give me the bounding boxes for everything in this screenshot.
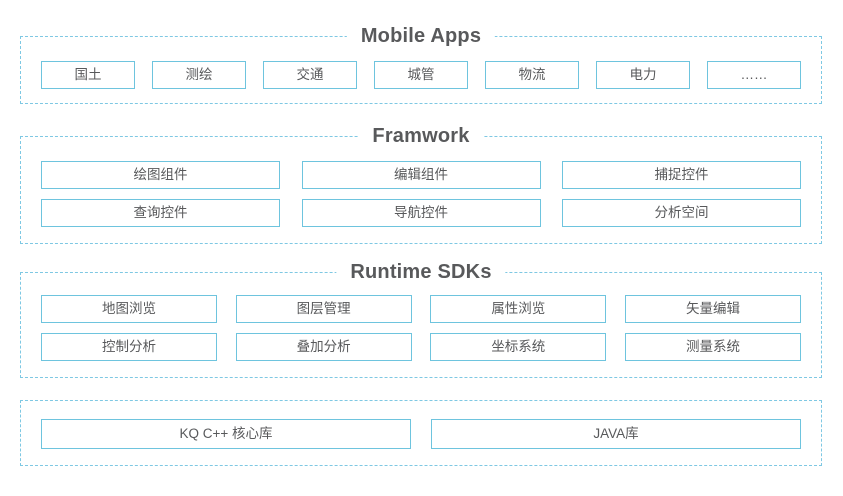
framwork-box-edit-component[interactable]: 编辑组件 — [301, 161, 541, 189]
runtime-box-control-analysis[interactable]: 控制分析 — [41, 333, 217, 361]
framwork-box-drawing-component[interactable]: 绘图组件 — [41, 161, 280, 189]
row-core-libraries: KQ C++ 核心库 JAVA库 — [21, 419, 821, 449]
core-box-java-library[interactable]: JAVA库 — [431, 419, 801, 449]
core-box-kq-cpp-core-library[interactable]: KQ C++ 核心库 — [41, 419, 411, 449]
app-box-cehui[interactable]: 测绘 — [152, 61, 246, 89]
section-runtime-sdks: Runtime SDKs 地图浏览 图层管理 属性浏览 矢量编辑 控制分析 叠加… — [20, 260, 822, 378]
framwork-box-snap-control[interactable]: 捕捉控件 — [562, 161, 801, 189]
runtime-box-attribute-browse[interactable]: 属性浏览 — [430, 295, 607, 323]
framwork-box-navigation-control[interactable]: 导航控件 — [301, 199, 541, 227]
runtime-box-overlay-analysis[interactable]: 叠加分析 — [235, 333, 412, 361]
runtime-box-measure-system[interactable]: 测量系统 — [624, 333, 801, 361]
section-title-mobile-apps: Mobile Apps — [346, 24, 496, 48]
section-title-framwork: Framwork — [358, 124, 484, 148]
app-box-jiaotong[interactable]: 交通 — [263, 61, 357, 89]
app-box-chengguan[interactable]: 城管 — [374, 61, 468, 89]
app-box-dianli[interactable]: 电力 — [596, 61, 690, 89]
runtime-box-coordinate-system[interactable]: 坐标系统 — [430, 333, 607, 361]
app-box-wuliu[interactable]: 物流 — [485, 61, 579, 89]
row-framwork-1: 绘图组件 编辑组件 捕捉控件 — [21, 161, 821, 189]
row-runtime-1: 地图浏览 图层管理 属性浏览 矢量编辑 — [21, 295, 821, 323]
row-runtime-2: 控制分析 叠加分析 坐标系统 测量系统 — [21, 333, 821, 361]
app-box-ellipsis[interactable]: …… — [707, 61, 801, 89]
runtime-box-layer-manage[interactable]: 图层管理 — [235, 295, 412, 323]
framwork-box-analysis-space[interactable]: 分析空间 — [562, 199, 801, 227]
section-title-runtime-sdks: Runtime SDKs — [336, 260, 506, 284]
runtime-box-map-browse[interactable]: 地图浏览 — [41, 295, 217, 323]
section-mobile-apps: Mobile Apps 国土 测绘 交通 城管 物流 电力 …… — [20, 24, 822, 104]
runtime-box-vector-edit[interactable]: 矢量编辑 — [624, 295, 801, 323]
row-mobile-apps: 国土 测绘 交通 城管 物流 电力 …… — [21, 61, 821, 89]
section-framwork: Framwork 绘图组件 编辑组件 捕捉控件 查询控件 导航控件 分析空间 — [20, 124, 822, 244]
framwork-box-query-control[interactable]: 查询控件 — [41, 199, 280, 227]
app-box-guotu[interactable]: 国土 — [41, 61, 135, 89]
section-core-libraries: KQ C++ 核心库 JAVA库 — [20, 400, 822, 466]
row-framwork-2: 查询控件 导航控件 分析空间 — [21, 199, 821, 227]
